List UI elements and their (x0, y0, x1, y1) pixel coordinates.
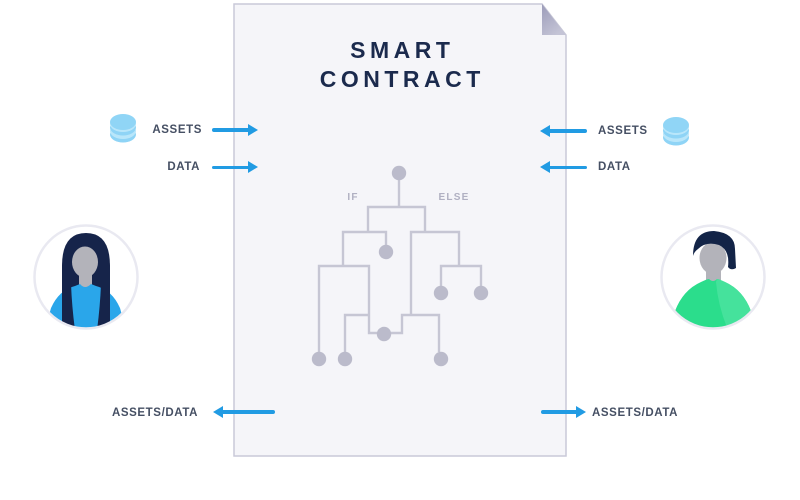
man-user-avatar (660, 224, 766, 330)
contract-title: SMART CONTRACT (250, 36, 550, 94)
face (72, 246, 98, 278)
else-branch-label: ELSE (438, 192, 470, 203)
woman-user-avatar (33, 224, 139, 330)
hair (693, 231, 736, 270)
paper-fold-corner (542, 4, 566, 35)
hair-strand-right (97, 240, 110, 328)
arrow-head (540, 161, 550, 173)
arrow-head (540, 124, 550, 137)
coin-stack-icon (110, 114, 136, 143)
arrow-shaft (541, 410, 578, 414)
decision-tree-branches (317, 180, 483, 352)
arrow-shaft (548, 129, 587, 133)
right-data-label: DATA (598, 161, 631, 173)
arrow-head (248, 161, 258, 173)
coin-stack-icon (663, 117, 689, 146)
arrow-head (576, 405, 586, 418)
arrow-shaft (548, 165, 587, 170)
arrow-shaft (221, 410, 275, 414)
left-assets-label: ASSETS (152, 124, 202, 136)
left-data-arrow-icon (212, 161, 258, 174)
left-output-arrow-icon (213, 405, 275, 419)
right-output-label: ASSETS/DATA (592, 407, 679, 419)
right-data-arrow-icon (540, 161, 587, 174)
hair-strand-left (62, 240, 75, 328)
arrow-head (248, 123, 258, 136)
arrow-head (213, 405, 223, 418)
contract-title-line2: CONTRACT (319, 66, 485, 92)
right-assets-arrow-icon (540, 124, 587, 138)
arrow-shaft (212, 165, 250, 170)
left-assets-arrow-icon (212, 123, 258, 137)
right-output-arrow-icon (541, 405, 586, 419)
face (699, 242, 727, 274)
left-output-label: ASSETS/DATA (111, 407, 198, 419)
if-branch-label: IF (347, 192, 359, 203)
left-data-label: DATA (167, 161, 200, 173)
decision-tree-nodes (311, 165, 489, 367)
contract-paper-sheet (233, 3, 567, 457)
contract-title-line1: SMART (350, 37, 455, 63)
right-assets-label: ASSETS (598, 125, 648, 137)
arrow-shaft (212, 128, 250, 132)
